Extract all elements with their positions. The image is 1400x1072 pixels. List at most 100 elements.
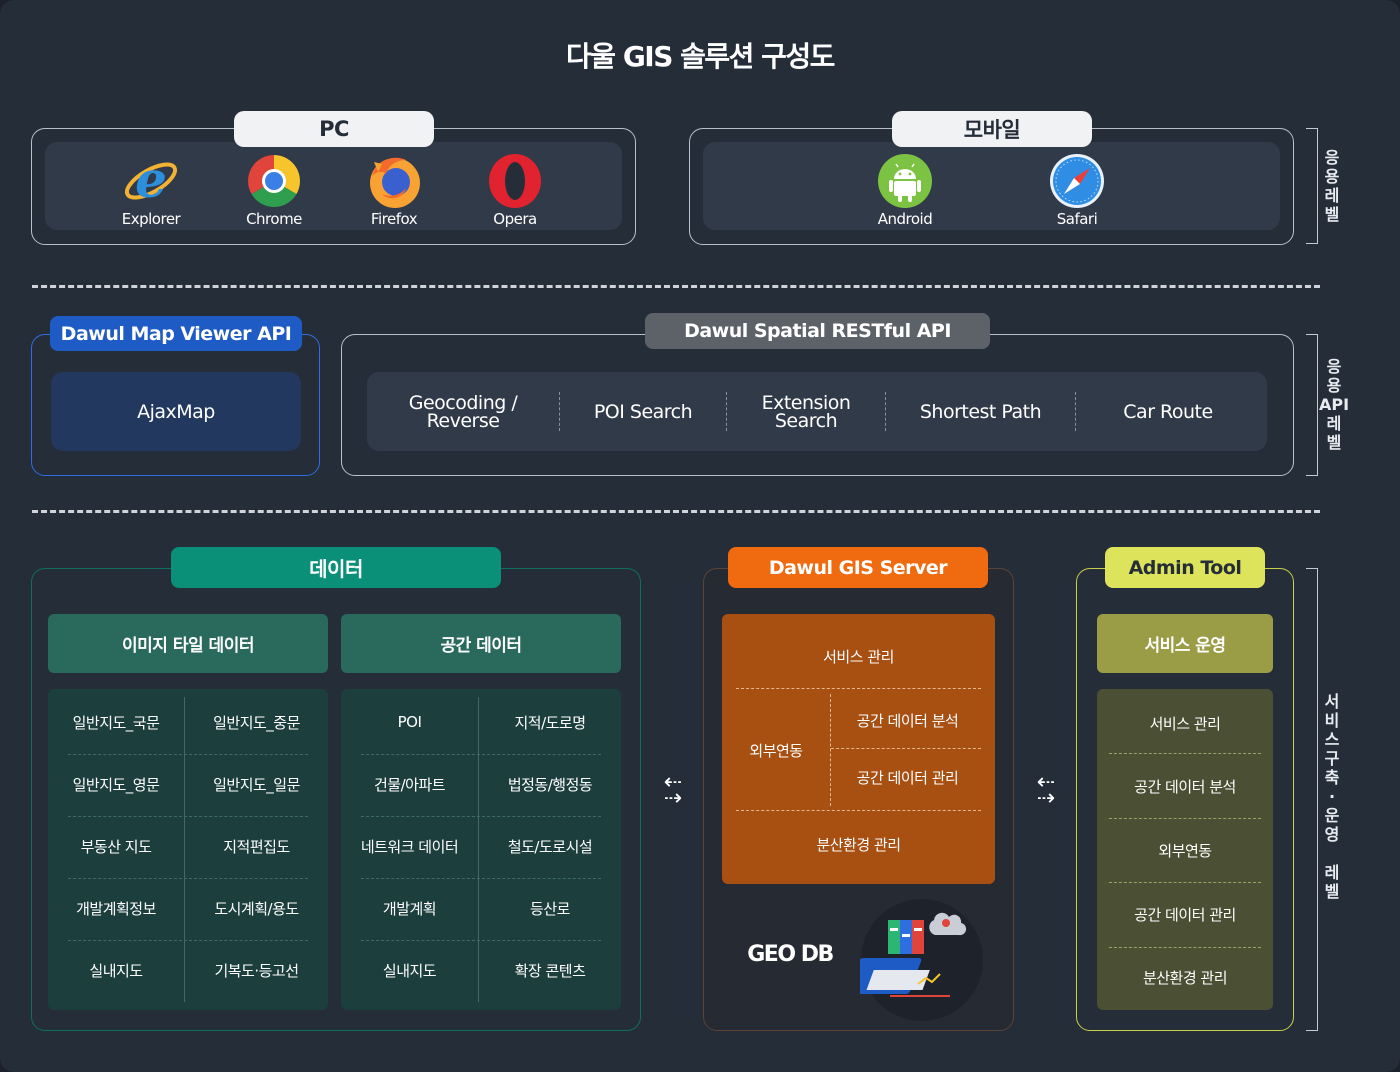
- browser-label-chrome: Chrome: [246, 210, 302, 228]
- server-external-link: 외부연동: [749, 741, 803, 760]
- diagram-title: 다울 GIS 솔루션 구성도: [566, 40, 835, 73]
- android-icon: [877, 153, 933, 209]
- data-cell: 확장 콘텐츠: [514, 961, 586, 980]
- spatial-data-grid: POI 지적/도로명 건물/아파트 법정동/행정동 네트워크 데이터 철도/도로…: [341, 689, 621, 1010]
- application-level-label: 응 용 레 벨: [1324, 148, 1340, 224]
- data-cell: 건물/아파트: [373, 775, 446, 794]
- image-tile-header: 이미지 타일 데이터: [48, 614, 328, 673]
- api-item-extension-search: Extension Search: [761, 391, 851, 432]
- api-separator: [885, 392, 886, 431]
- data-cell: POI: [397, 713, 422, 731]
- api-item-poi-search: POI Search: [593, 400, 693, 423]
- geo-db-illustration-icon: [847, 898, 984, 1022]
- grid-divider: [1109, 818, 1261, 819]
- grid-divider: [478, 697, 479, 1002]
- bidirectional-arrow-icon: ⇠⇢: [663, 770, 683, 811]
- grid-divider: [361, 754, 601, 755]
- admin-item: 서비스 관리: [1149, 714, 1221, 733]
- data-cell: 실내지도: [89, 961, 143, 980]
- grid-divider: [361, 816, 601, 817]
- data-cell: 일반지도_영문: [72, 775, 160, 794]
- server-distributed-mgmt: 분산환경 관리: [816, 835, 901, 854]
- data-cell: 일반지도_국문: [72, 713, 160, 732]
- application-level-bracket: [1306, 128, 1318, 244]
- data-cell: 부동산 지도: [80, 837, 152, 856]
- server-functions-panel: 서비스 관리 외부연동 공간 데이터 분석 공간 데이터 관리 분산환경 관리: [722, 614, 995, 884]
- grid-divider: [736, 688, 981, 689]
- viewer-api-tab: Dawul Map Viewer API: [50, 316, 302, 351]
- api-separator: [1075, 392, 1076, 431]
- grid-divider: [831, 748, 981, 749]
- data-cell: 개발계획: [382, 899, 437, 918]
- data-cell: 지적/도로명: [514, 713, 586, 732]
- bidirectional-arrow-icon: ⇠⇢: [1036, 770, 1056, 811]
- data-cell: 법정동/행정동: [507, 775, 593, 794]
- admin-item: 공간 데이터 관리: [1134, 905, 1236, 924]
- data-cell: 기복도·등고선: [214, 961, 299, 980]
- admin-item: 분산환경 관리: [1142, 968, 1228, 987]
- grid-divider: [68, 940, 308, 941]
- explorer-icon: e: [122, 152, 180, 210]
- api-separator: [559, 392, 560, 431]
- browser-label-explorer: Explorer: [121, 210, 181, 228]
- service-level-label: 서 비 스 구 축 · 운 영 레 벨: [1324, 692, 1340, 901]
- api-item-geocoding: Geocoding / Reverse: [408, 391, 518, 432]
- data-cell: 네트워크 데이터: [360, 837, 459, 856]
- admin-tool-tab: Admin Tool: [1105, 547, 1265, 588]
- geo-db-label: GEO DB: [747, 941, 834, 967]
- gis-server-tab: Dawul GIS Server: [728, 547, 988, 588]
- grid-divider: [361, 878, 601, 879]
- data-cell: 개발계획정보: [76, 899, 156, 918]
- grid-divider: [68, 878, 308, 879]
- grid-divider: [361, 940, 601, 941]
- restful-api-tab: Dawul Spatial RESTful API: [645, 313, 990, 349]
- firefox-icon: [366, 152, 424, 210]
- divider-1: [32, 285, 1320, 288]
- data-cell: 실내지도: [382, 961, 437, 980]
- admin-functions-panel: 서비스 관리 공간 데이터 분석 외부연동 공간 데이터 관리 분산환경 관리: [1097, 689, 1273, 1010]
- grid-divider: [68, 754, 308, 755]
- grid-divider: [1109, 947, 1261, 948]
- server-service-mgmt: 서비스 관리: [823, 647, 894, 666]
- data-tab: 데이터: [171, 547, 501, 588]
- admin-item: 외부연동: [1158, 841, 1212, 860]
- chrome-icon: [246, 153, 302, 209]
- data-cell: 등산로: [530, 899, 570, 918]
- admin-item: 공간 데이터 분석: [1134, 777, 1236, 796]
- divider-2: [32, 510, 1320, 513]
- platform-label-safari: Safari: [1056, 210, 1098, 228]
- api-separator: [726, 392, 727, 431]
- browser-label-firefox: Firefox: [370, 210, 418, 228]
- browser-label-opera: Opera: [493, 210, 537, 228]
- grid-divider: [830, 694, 831, 806]
- mobile-tab: 모바일: [892, 111, 1092, 147]
- api-level-label: 응 용 API 레 벨: [1318, 357, 1350, 452]
- grid-divider: [1109, 753, 1261, 754]
- api-level-bracket: [1306, 334, 1318, 476]
- restful-api-panel: Geocoding / Reverse POI Search Extension…: [367, 372, 1267, 451]
- svg-text:e: e: [135, 152, 167, 209]
- data-cell: 일반지도_일문: [213, 775, 300, 794]
- service-ops-header: 서비스 운영: [1097, 614, 1273, 673]
- mobile-inner-panel: [703, 142, 1280, 230]
- pc-tab: PC: [234, 111, 434, 147]
- data-cell: 철도/도로시설: [507, 837, 593, 856]
- api-item-car-route: Car Route: [1123, 400, 1213, 423]
- data-cell: 일반지도_중문: [213, 713, 300, 732]
- image-tile-grid: 일반지도_국문 일반지도_중문 일반지도_영문 일반지도_일문 부동산 지도 지…: [48, 689, 328, 1010]
- safari-icon: [1049, 153, 1105, 209]
- data-cell: 지적편집도: [223, 837, 290, 856]
- grid-divider: [1109, 882, 1261, 883]
- server-spatial-mgmt: 공간 데이터 관리: [856, 768, 959, 787]
- spatial-data-header: 공간 데이터: [341, 614, 621, 673]
- opera-icon: [487, 153, 543, 209]
- service-level-bracket: [1306, 568, 1318, 1031]
- platform-label-android: Android: [877, 210, 933, 228]
- server-spatial-analysis: 공간 데이터 분석: [856, 711, 959, 730]
- ajaxmap-box: AjaxMap: [51, 372, 301, 451]
- grid-divider: [68, 816, 308, 817]
- api-item-shortest-path: Shortest Path: [919, 400, 1042, 423]
- grid-divider: [184, 697, 185, 1002]
- data-cell: 도시계획/용도: [214, 899, 299, 918]
